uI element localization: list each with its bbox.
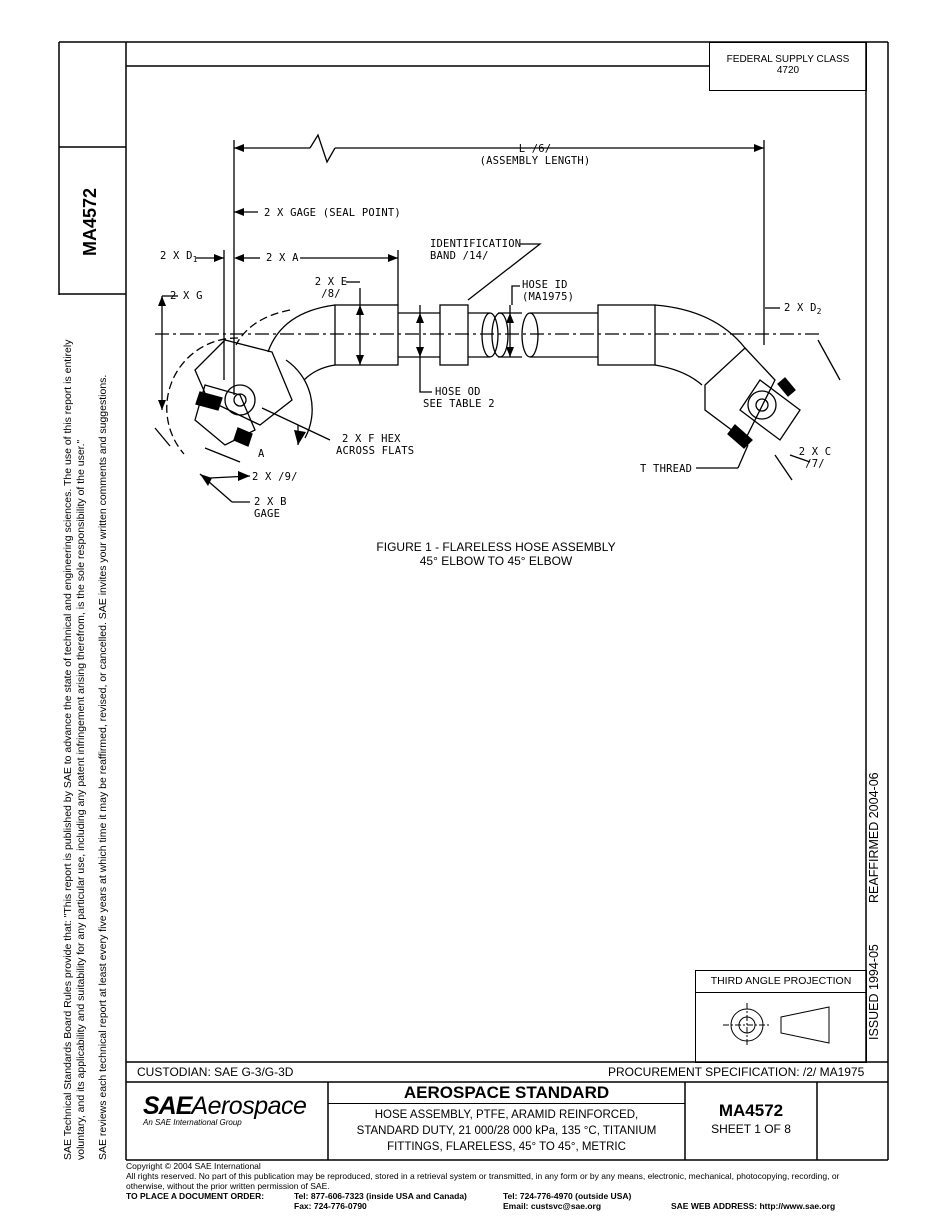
label-f-hex: 2 X F HEX ACROSS FLATS	[336, 433, 414, 457]
label-g: 2 X G	[170, 290, 203, 302]
figure-caption-line1: FIGURE 1 - FLARELESS HOSE ASSEMBLY	[376, 540, 616, 554]
projection-box: THIRD ANGLE PROJECTION	[695, 970, 867, 1063]
federal-supply-line1: FEDERAL SUPPLY CLASS	[726, 54, 850, 65]
doc-number-title: MA4572	[718, 1101, 784, 1120]
label-b-1: 2 X B	[254, 496, 287, 508]
label-id-band-2: BAND /14/	[430, 250, 489, 262]
label-b: 2 X B GAGE	[254, 496, 287, 520]
tel-outside: Tel: 724-776-4970 (outside USA)	[503, 1191, 632, 1201]
label-e-2: /8/	[321, 288, 341, 300]
footer: Copyright © 2004 SAE International All r…	[126, 1161, 896, 1191]
label-f-hex-2: ACROSS FLATS	[336, 445, 415, 457]
label-d2-sub: 2	[816, 307, 822, 317]
order-contacts: Tel: 724-776-4970 (outside USA) Email: c…	[503, 1191, 631, 1211]
label-d1-sub: 1	[192, 255, 198, 265]
sheet-number: SHEET 1 OF 8	[711, 1122, 791, 1136]
label-c: 2 X C /7/	[790, 446, 840, 470]
label-d1-text: 2 X D	[160, 250, 193, 262]
federal-supply-box: FEDERAL SUPPLY CLASS 4720	[709, 42, 867, 91]
label-gage-seal: 2 X GAGE (SEAL POINT)	[264, 207, 401, 219]
label-id-band-1: IDENTIFICATION	[430, 238, 522, 250]
label-e: 2 X E /8/	[306, 276, 356, 300]
email: Email: custsvc@sae.org	[503, 1201, 602, 1211]
title-line3: FITTINGS, FLARELESS, 45° TO 45°, METRIC	[387, 1141, 626, 1153]
fax: Fax: 724-776-0790	[294, 1201, 367, 1211]
sae-aerospace-logo: SAEAerospace An SAE International Group	[143, 1092, 323, 1127]
label-d1: 2 X D1	[160, 250, 198, 264]
logo-tagline: An SAE International Group	[143, 1118, 242, 1127]
title-line2: STANDARD DUTY, 21 000/28 000 kPa, 135 °C…	[356, 1125, 657, 1137]
label-t-thread: T THREAD	[640, 463, 693, 475]
procurement-spec: PROCUREMENT SPECIFICATION: /2/ MA1975	[608, 1065, 865, 1079]
rights-line1: All rights reserved. No part of this pub…	[126, 1171, 840, 1181]
web-address: SAE WEB ADDRESS: http://www.sae.org	[671, 1201, 836, 1211]
label-hose-od-2: SEE TABLE 2	[423, 398, 495, 410]
label-angle-a: A	[258, 448, 265, 460]
figure-caption-line2: 45° ELBOW TO 45° ELBOW	[419, 554, 573, 568]
label-l: L /6/	[518, 143, 552, 155]
figure-caption: FIGURE 1 - FLARELESS HOSE ASSEMBLY 45° E…	[346, 540, 646, 568]
projection-symbol	[723, 1003, 830, 1047]
sae-logo-text: SAE	[143, 1092, 192, 1120]
title-line1: HOSE ASSEMBLY, PTFE, ARAMID REINFORCED,	[374, 1109, 639, 1121]
label-hose-od-1: HOSE OD	[435, 386, 481, 398]
label-c-2: /7/	[805, 458, 825, 470]
label-e-1: 2 X E	[314, 276, 348, 288]
label-b-2: GAGE	[254, 508, 281, 520]
label-hose-od: HOSE OD SEE TABLE 2	[423, 386, 495, 410]
projection-title: THIRD ANGLE PROJECTION	[696, 971, 866, 993]
title-block: AEROSPACE STANDARD HOSE ASSEMBLY, PTFE, …	[328, 1084, 685, 1155]
copyright: Copyright © 2004 SAE International	[126, 1161, 261, 1171]
label-l-desc: (ASSEMBLY LENGTH)	[479, 155, 591, 167]
label-hose-id-2: (MA1975)	[522, 291, 575, 303]
aerospace-logo-text: Aerospace	[191, 1092, 307, 1120]
tel-inside: Tel: 877-606-7323 (inside USA and Canada…	[294, 1191, 467, 1201]
label-id-band: IDENTIFICATION BAND /14/	[430, 238, 521, 262]
label-d2-text: 2 X D	[784, 302, 817, 314]
federal-supply-line2: 4720	[776, 65, 800, 76]
doc-number-block: MA4572 SHEET 1 OF 8	[685, 1101, 817, 1136]
label-x9: 2 X /9/	[252, 471, 298, 483]
label-f-hex-1: 2 X F HEX	[342, 433, 401, 445]
order-label: TO PLACE A DOCUMENT ORDER:	[126, 1191, 265, 1201]
label-hose-id: HOSE ID (MA1975)	[522, 279, 574, 303]
order-phones: Tel: 877-606-7323 (inside USA and Canada…	[294, 1191, 467, 1211]
label-a: 2 X A	[266, 252, 299, 264]
custodian: CUSTODIAN: SAE G-3/G-3D	[137, 1065, 294, 1079]
label-hose-id-1: HOSE ID	[522, 279, 568, 291]
title-description: HOSE ASSEMBLY, PTFE, ARAMID REINFORCED, …	[328, 1103, 685, 1155]
label-d2: 2 X D2	[784, 302, 822, 316]
issued-date: ISSUED 1994-05	[867, 944, 881, 1040]
label-c-1: 2 X C	[798, 446, 832, 458]
rights-line2: otherwise, without the prior written per…	[126, 1181, 330, 1191]
label-assembly-length: L /6/ (ASSEMBLY LENGTH)	[470, 143, 600, 167]
reaffirmed-date: REAFFIRMED 2004-06	[867, 772, 881, 903]
aerospace-standard-heading: AEROSPACE STANDARD	[403, 1083, 610, 1102]
